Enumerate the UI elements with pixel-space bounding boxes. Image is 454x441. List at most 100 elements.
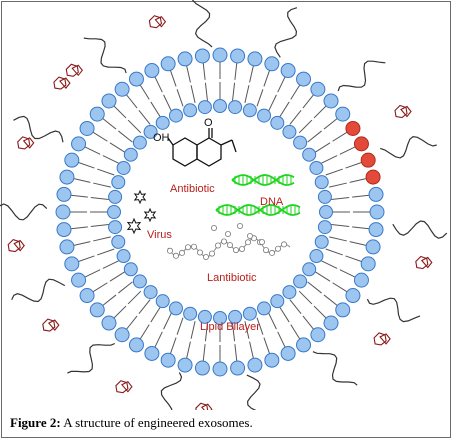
lipid-tail [169, 69, 177, 87]
lipid-head [59, 169, 75, 185]
lipid-tail [204, 323, 208, 342]
lipid-tail [138, 299, 151, 314]
lipid-tail [163, 94, 172, 112]
lipid-head [132, 135, 147, 150]
peptide-residue [268, 249, 275, 256]
lipid-tail [154, 75, 163, 93]
lipid-head [323, 315, 339, 331]
receptor-ring [13, 239, 25, 252]
lipid-tail [109, 271, 126, 282]
lipid-tail [234, 344, 238, 363]
lipid-tail [279, 306, 290, 323]
lipid-head [168, 108, 183, 123]
lipid-head [213, 99, 227, 113]
lipid-head [309, 249, 324, 264]
lipid-tail [345, 161, 363, 169]
lipid-tail [332, 282, 349, 293]
surface-receptor-icon [7, 238, 25, 253]
lipid-head [132, 274, 147, 289]
lipid-head [368, 186, 384, 202]
lipid-tail [325, 248, 343, 256]
lipid-tail [352, 226, 371, 230]
lipid-tail [118, 281, 133, 294]
antibiotic-label: Antibiotic [170, 183, 215, 195]
lipid-head [228, 309, 243, 324]
peptide-residue [280, 241, 287, 248]
lipid-tail [125, 93, 138, 109]
lipid-tail [127, 119, 142, 134]
lipid-head [280, 63, 296, 79]
lipid-tail [313, 104, 328, 119]
lipid-tail [234, 61, 238, 80]
lipid-head [111, 175, 126, 190]
lipid-tail [345, 255, 363, 263]
lipid-head [230, 48, 246, 64]
receptor-ring [22, 137, 35, 149]
lipid-tail [339, 146, 357, 155]
lipid-tail [102, 260, 120, 269]
lipid-head [177, 357, 193, 373]
dna-strand [231, 174, 295, 186]
peptide-residue [258, 238, 265, 245]
lipid-tail [277, 75, 286, 93]
glycan-chain [366, 297, 421, 323]
peptide-residue [238, 245, 245, 252]
lipid-tail [77, 161, 95, 169]
lipid-tail [202, 344, 206, 363]
lipid-tail [331, 224, 350, 228]
surface-receptor-icon [65, 63, 84, 77]
surface-receptor-icon [17, 136, 35, 150]
lipid-tail [268, 312, 277, 330]
lipid-tail [320, 260, 338, 269]
lipid-head [345, 120, 361, 136]
lipid-head [144, 345, 160, 361]
lipid-head [302, 262, 317, 277]
lipid-head [183, 306, 198, 321]
lipid-head [183, 103, 198, 118]
peptide-residue [178, 249, 185, 256]
lipid-tail [339, 269, 357, 278]
lipid-tail [138, 110, 151, 125]
lipid-head [369, 204, 385, 220]
lipid-head [257, 108, 272, 123]
receptor-ring [42, 318, 56, 332]
lipid-head [194, 48, 210, 64]
glycan-chain [392, 220, 448, 239]
lipid-tail [244, 321, 250, 339]
peptide-residue [166, 247, 173, 254]
lipid-tail [77, 255, 95, 263]
lipid-head [314, 234, 329, 249]
dna-strand [231, 174, 295, 186]
lipid-tail [302, 93, 315, 109]
peptide-residue [202, 253, 209, 260]
lipid-tail [91, 282, 108, 293]
lipid-head [280, 345, 296, 361]
receptor-ring [148, 15, 162, 29]
lipid-tail [232, 82, 236, 101]
lipid-head [360, 152, 376, 168]
lipid-tail [329, 236, 347, 242]
peptide-residue [184, 244, 191, 251]
glycan-chain [274, 7, 298, 58]
lipid-head [111, 234, 126, 249]
surface-receptor-icon [373, 332, 391, 346]
receptor-ring [121, 381, 133, 393]
lipid-head [101, 93, 117, 109]
lipid-tail [349, 177, 368, 183]
lipid-head [123, 147, 138, 162]
lipid-head [282, 285, 297, 300]
lipid-tail [314, 142, 331, 153]
glycan-chain [312, 351, 358, 386]
lipid-bilayer [55, 47, 385, 377]
lipid-head [335, 302, 351, 318]
dna-strand [215, 204, 301, 216]
dna-helix-icon [215, 174, 301, 216]
lipid-tail [109, 142, 126, 153]
lipid-head [64, 152, 80, 168]
glycan-chain [160, 372, 183, 410]
receptor-ring [394, 104, 408, 119]
peptide-residue [244, 239, 251, 246]
lipid-tail [90, 224, 109, 228]
surface-receptor-icon [415, 255, 433, 270]
lipid-tail [69, 226, 88, 230]
